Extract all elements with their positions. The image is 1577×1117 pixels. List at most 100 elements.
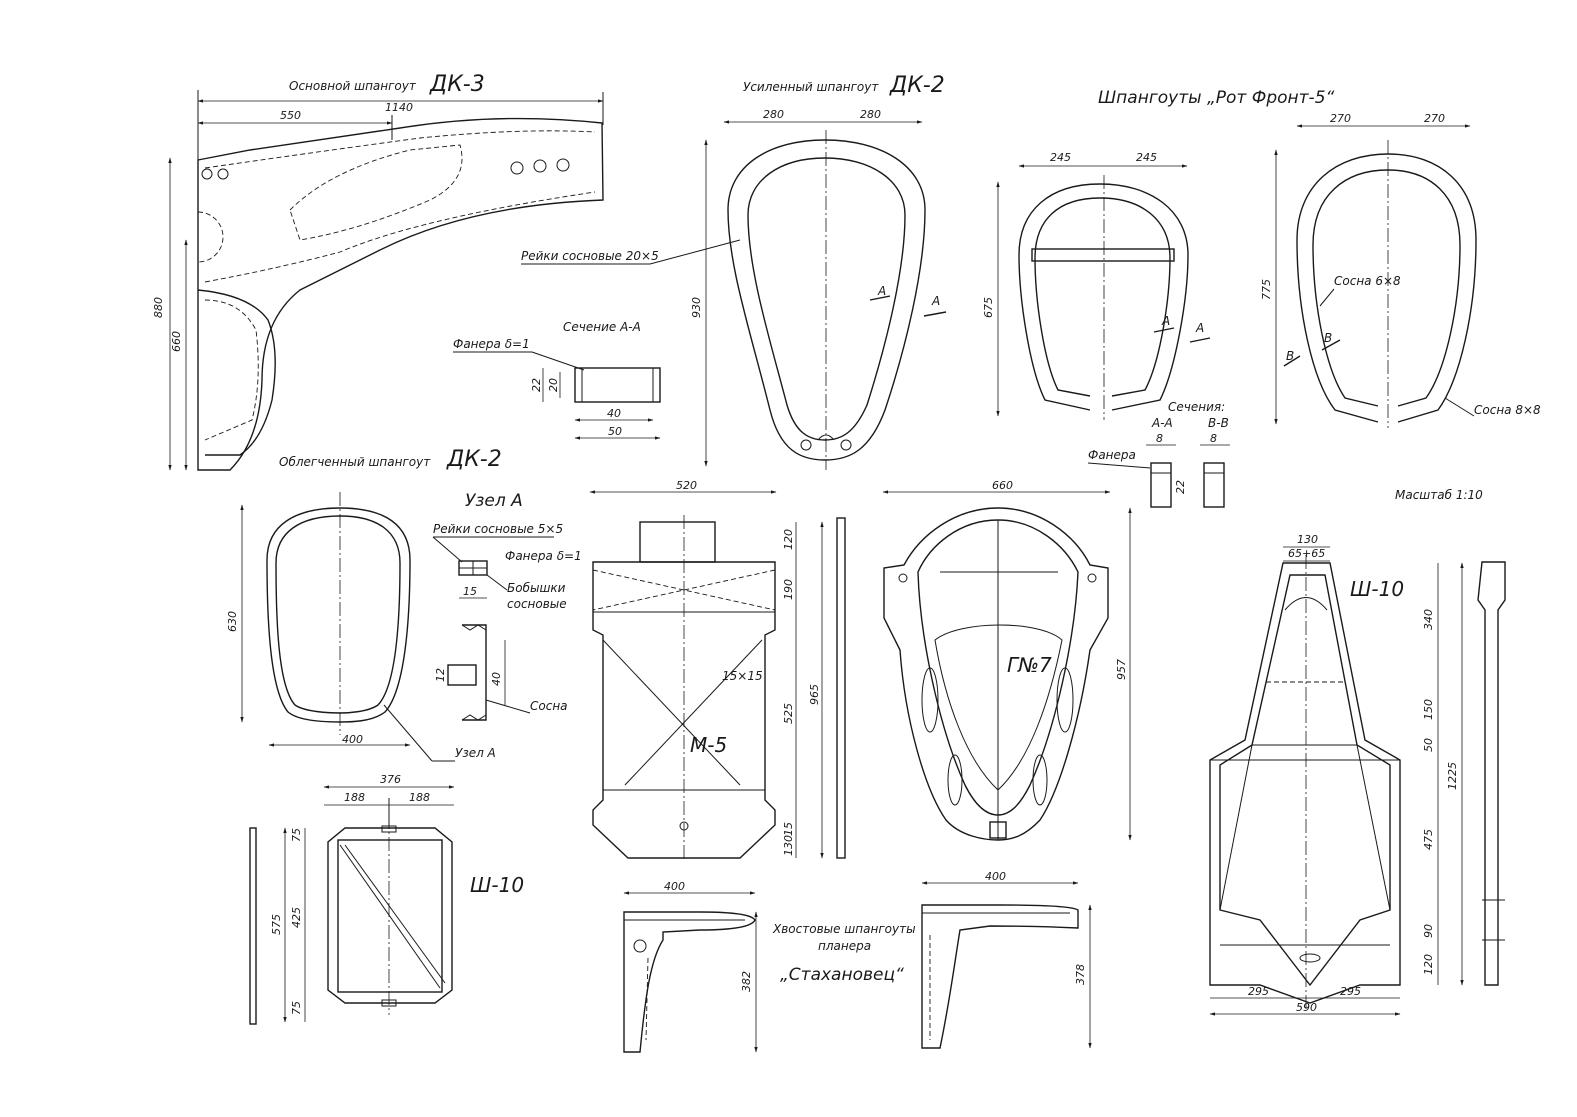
- m5-dim-15: 15: [782, 822, 795, 836]
- dk3-title: Основной шпангоут: [289, 79, 417, 93]
- node-a-label-bosses: Бобышки: [507, 581, 566, 595]
- tail-left-h: 382: [740, 971, 753, 992]
- dk2-dim-right: 280: [860, 108, 881, 121]
- tail-left-outline: [623, 911, 756, 1053]
- frames-rotfront: Шпангоуты „Рот Фронт-5“ 245 245 675 А А …: [982, 88, 1541, 508]
- dk3-dim-inner: 660: [170, 331, 183, 352]
- m5-code: М-5: [690, 733, 727, 757]
- rotfront-dim-22: 22: [1174, 480, 1187, 494]
- sh10-big-dim-475: 475: [1422, 829, 1435, 850]
- tail-right-outline: [921, 904, 1079, 1049]
- section-aa-profile: [574, 367, 661, 403]
- section-aa-dim-h1: 22: [530, 378, 543, 392]
- gn7-outline: [883, 507, 1109, 841]
- sh10-big-dim-590: 590: [1296, 1001, 1317, 1014]
- gn7-dim-h: 957: [1115, 659, 1128, 680]
- frame400-node-label: Узел А: [455, 746, 496, 760]
- tail-left-w: 400: [664, 880, 685, 893]
- sh10-small-dim-b: 188: [409, 791, 430, 804]
- rotfront-left-w2: 245: [1136, 151, 1157, 164]
- sh10-big-dim-90: 90: [1422, 924, 1435, 938]
- rotfront-label-plywood: Фанера: [1088, 448, 1136, 462]
- dk2-dim-left: 280: [763, 108, 784, 121]
- sh10-small-side-profile: [249, 827, 257, 1025]
- frame-m5: 520 М-5 15×15 120 190 525 965 15 130: [589, 479, 846, 860]
- sh10-big-dim-295a: 295: [1248, 985, 1269, 998]
- m5-dim-120: 120: [782, 529, 795, 550]
- m5-label-rail: 15×15: [722, 669, 763, 683]
- frame-sh10-big: 130 65+65 Ш-10 340 150 50 1225 475 90 12…: [1209, 533, 1506, 1016]
- m5-top-block: [639, 521, 716, 563]
- dk3-outline: [197, 117, 604, 471]
- m5-dim-190: 190: [782, 579, 795, 600]
- sh10-big-dim-120: 120: [1422, 954, 1435, 975]
- rotfront-left-h: 675: [982, 297, 995, 318]
- rotfront-sec-b1: В: [1286, 349, 1294, 363]
- sh10-small-outline: [327, 827, 453, 1004]
- rotfront-right-w1: 270: [1330, 112, 1351, 125]
- sh10-big-dim-340: 340: [1422, 609, 1435, 630]
- sh10-small-dim-total: 376: [380, 773, 401, 786]
- frame-dk2: Усиленный шпангоут ДК-2 280 280 930 Рейк…: [521, 73, 947, 470]
- sh10-big-dim-150: 150: [1422, 699, 1435, 720]
- rotfront-right-w2: 270: [1424, 112, 1445, 125]
- dk3-dim-part: 550: [280, 109, 301, 122]
- gn7-code: Г№7: [1007, 653, 1052, 677]
- rotfront-sec-bb: В-В: [1208, 416, 1229, 430]
- rotfront-left-w1: 245: [1050, 151, 1071, 164]
- sh10-small-code: Ш-10: [470, 873, 524, 897]
- rotfront-dim-8b: 8: [1210, 432, 1217, 445]
- m5-dim-525: 525: [782, 703, 795, 724]
- drawing-scale: Масштаб 1:10: [1395, 488, 1483, 502]
- m5-dim-130: 130: [782, 835, 795, 856]
- sh10-big-dim-295b: 295: [1340, 985, 1361, 998]
- node-a-label-pine: Сосна: [530, 699, 568, 713]
- tail-right-h: 378: [1074, 964, 1087, 985]
- sh10-big-dim-50: 50: [1422, 738, 1435, 752]
- dk2-inner: [747, 157, 906, 441]
- section-aa: Сечение А-А Фанера δ=1 22 20 40 50: [453, 320, 661, 440]
- dk3-code: ДК-3: [429, 72, 485, 97]
- m5-dim-w: 520: [676, 479, 697, 492]
- node-a-label-bosses2: сосновые: [507, 597, 567, 611]
- m5-outline: [592, 561, 776, 859]
- rotfront-right-outer: [1296, 153, 1477, 423]
- tail-title-line2: планера: [818, 939, 871, 953]
- m5-side-profile: [836, 517, 846, 859]
- node-a-dim-15: 15: [463, 585, 477, 598]
- m5-dim-965: 965: [808, 684, 821, 705]
- sh10-big-code: Ш-10: [1350, 577, 1404, 601]
- rotfront-label-pine2: Сосна 8×8: [1474, 403, 1541, 417]
- dk2-dim-height: 930: [690, 297, 703, 318]
- frame400-outer: [266, 507, 411, 723]
- sh10-big-outline: [1209, 562, 1401, 1004]
- sh10-big-dim-top-split: 65+65: [1288, 547, 1325, 560]
- sh10-big-dim-top: 130: [1297, 533, 1318, 546]
- node-a-label-plywood: Фанера δ=1: [505, 549, 582, 563]
- tail-title-line3: „Стахановец“: [780, 965, 904, 985]
- node-a-section: [462, 624, 487, 721]
- tail-frames: 400 382 Хвостовые шпангоуты планера „Ста…: [623, 870, 1092, 1053]
- sh10-small-dim-a: 188: [344, 791, 365, 804]
- node-a-detail: Узел А Рейки сосновые 5×5 Фанера δ=1 Боб…: [432, 491, 582, 721]
- tail-title-line1: Хвостовые шпангоуты: [772, 922, 916, 936]
- rotfront-left-outer: [1018, 183, 1189, 411]
- dk3-dim-total: 1140: [385, 101, 413, 114]
- node-a-dim-12: 12: [434, 668, 447, 682]
- tail-right-w: 400: [985, 870, 1006, 883]
- sh10-small-dim-575: 575: [270, 914, 283, 935]
- gn7-dim-w: 660: [992, 479, 1013, 492]
- dk2-title: Усиленный шпангоут: [743, 80, 879, 94]
- node-a-label-rails: Рейки сосновые 5×5: [433, 522, 563, 536]
- sh10-big-dim-1225: 1225: [1446, 762, 1459, 790]
- rotfront-sec-b2: В: [1324, 331, 1332, 345]
- section-aa-dim-w2: 50: [608, 425, 622, 438]
- section-aa-title: Сечение А-А: [563, 320, 641, 334]
- node-a-title: Узел А: [465, 491, 523, 511]
- section-aa-plywood: Фанера δ=1: [453, 337, 530, 351]
- frame-400: 630 400 Узел А: [226, 492, 496, 762]
- frame-dk3: Основной шпангоут ДК-3 1140 550 880 660 …: [152, 72, 604, 472]
- rotfront-dim-8a: 8: [1156, 432, 1163, 445]
- dk2-outer: [727, 139, 926, 461]
- rotfront-sec-a1: А: [1161, 314, 1170, 328]
